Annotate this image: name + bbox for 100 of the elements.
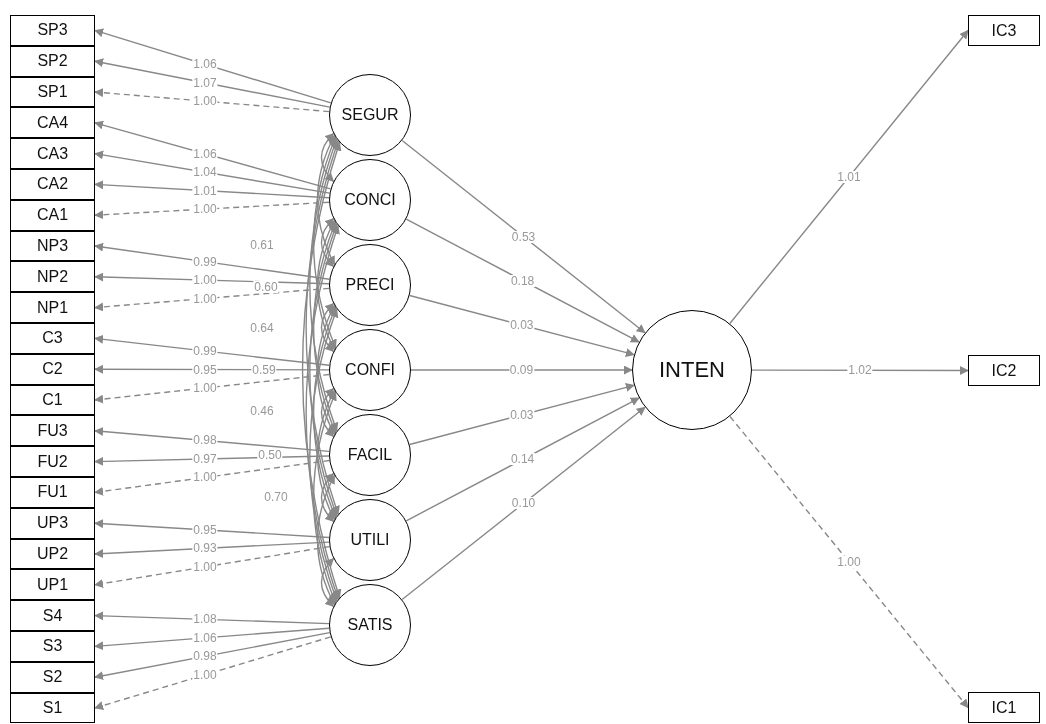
node-label: FU1 [37, 484, 68, 501]
covariance-label: 0.61 [249, 239, 275, 251]
indicator-box [10, 507, 95, 539]
node-label: CA2 [36, 176, 69, 193]
edge-label: 1.00 [192, 292, 218, 305]
indicator-box [10, 538, 95, 570]
indicator-box [10, 107, 95, 139]
indicator-box [10, 384, 95, 416]
indicator-box [10, 292, 95, 323]
edge-label: 1.06 [192, 631, 218, 644]
path-arrow [94, 627, 330, 651]
node-label: CA4 [36, 114, 69, 131]
indicator-box [10, 353, 95, 385]
node-label: IC1 [991, 699, 1017, 716]
edge-label: 1.06 [192, 58, 218, 71]
node-label: CA3 [36, 145, 69, 162]
node-label: UTILI [350, 532, 390, 548]
path-arrow [94, 201, 330, 220]
node-label: SP3 [37, 22, 68, 39]
indicator-box [10, 45, 95, 77]
edge-label: 0.03 [509, 408, 535, 421]
edge-label: 0.10 [510, 497, 537, 510]
indicator-box [968, 692, 1040, 723]
edge-label: 1.00 [192, 203, 218, 216]
covariance-arrow [316, 304, 336, 436]
indicator-box [10, 569, 95, 601]
covariance-arrow [309, 223, 339, 517]
node-label: NP2 [36, 268, 69, 285]
path-arrow [94, 373, 330, 404]
path-arrow [405, 218, 640, 343]
covariance-arrow [309, 138, 339, 432]
indicator-box [10, 169, 95, 200]
node-label: SP2 [37, 53, 68, 70]
covariance-label: 0.59 [251, 364, 277, 376]
node-label: NP3 [36, 238, 69, 254]
edge-label: 1.07 [192, 76, 218, 89]
covariance-arrow [320, 302, 335, 353]
path-arrow [94, 287, 330, 312]
node-label: PRECI [345, 277, 395, 293]
node-label: FACIL [347, 447, 393, 463]
node-label: S4 [42, 607, 63, 624]
edge-label: 0.03 [509, 319, 535, 332]
edge-label: 1.01 [836, 170, 862, 183]
indicator-box [10, 692, 95, 724]
node-label: UP2 [36, 546, 69, 562]
node-label: S1 [42, 700, 63, 716]
path-arrow [401, 139, 646, 334]
edge-label: 1.01 [192, 184, 218, 197]
edge-label: 1.00 [192, 471, 218, 484]
node-label: S3 [42, 638, 63, 655]
path-arrow [94, 636, 332, 710]
edge-label: 1.02 [847, 364, 873, 377]
covariance-arrow [312, 391, 337, 604]
covariance-arrow [316, 389, 336, 521]
indicator-box [10, 600, 95, 631]
indicator-box [10, 199, 95, 231]
edge-label: 0.99 [192, 255, 218, 268]
covariance-arrow [312, 306, 337, 519]
path-arrow [94, 28, 332, 104]
covariance-arrow [309, 308, 339, 602]
edge-label: 0.95 [192, 523, 218, 536]
covariance-arrow [320, 387, 335, 438]
node-label: FU3 [37, 422, 68, 439]
path-arrow [94, 427, 330, 453]
edge-label: 0.14 [509, 453, 536, 466]
node-label: CA1 [36, 207, 69, 224]
indicator-box [10, 446, 95, 477]
edge-label: 0.93 [192, 542, 218, 555]
covariance-arrow [320, 472, 335, 523]
indicator-box [10, 15, 95, 46]
path-arrow [94, 88, 330, 113]
node-label: FU2 [37, 453, 68, 470]
indicator-box [968, 15, 1040, 46]
path-arrow [94, 120, 332, 190]
path-arrow [729, 415, 969, 709]
indicator-box [10, 76, 95, 108]
node-label: C1 [42, 392, 63, 408]
covariance-label: 0.46 [249, 405, 275, 417]
node-label: SATIS [347, 617, 393, 633]
covariance-arrow [301, 141, 342, 599]
indicator-box [10, 631, 95, 662]
edge-label: 0.98 [192, 434, 218, 447]
path-arrow [408, 383, 635, 446]
edge-label: 1.00 [192, 560, 218, 573]
path-arrow [94, 541, 330, 559]
indicator-box [10, 323, 95, 354]
indicator-box [10, 138, 95, 169]
latent-variable-circle [329, 74, 411, 156]
covariance-arrow [320, 217, 335, 268]
path-arrow [94, 545, 331, 588]
indicator-box [10, 415, 95, 447]
path-arrow [94, 180, 330, 199]
covariance-label: 0.70 [263, 491, 289, 503]
edge-label: 0.09 [508, 364, 535, 376]
path-arrow [410, 365, 633, 375]
path-arrow [94, 459, 331, 496]
indicator-box [10, 261, 95, 293]
covariance-arrow [316, 134, 336, 266]
path-arrow [94, 334, 330, 366]
node-label: SEGUR [341, 107, 399, 123]
